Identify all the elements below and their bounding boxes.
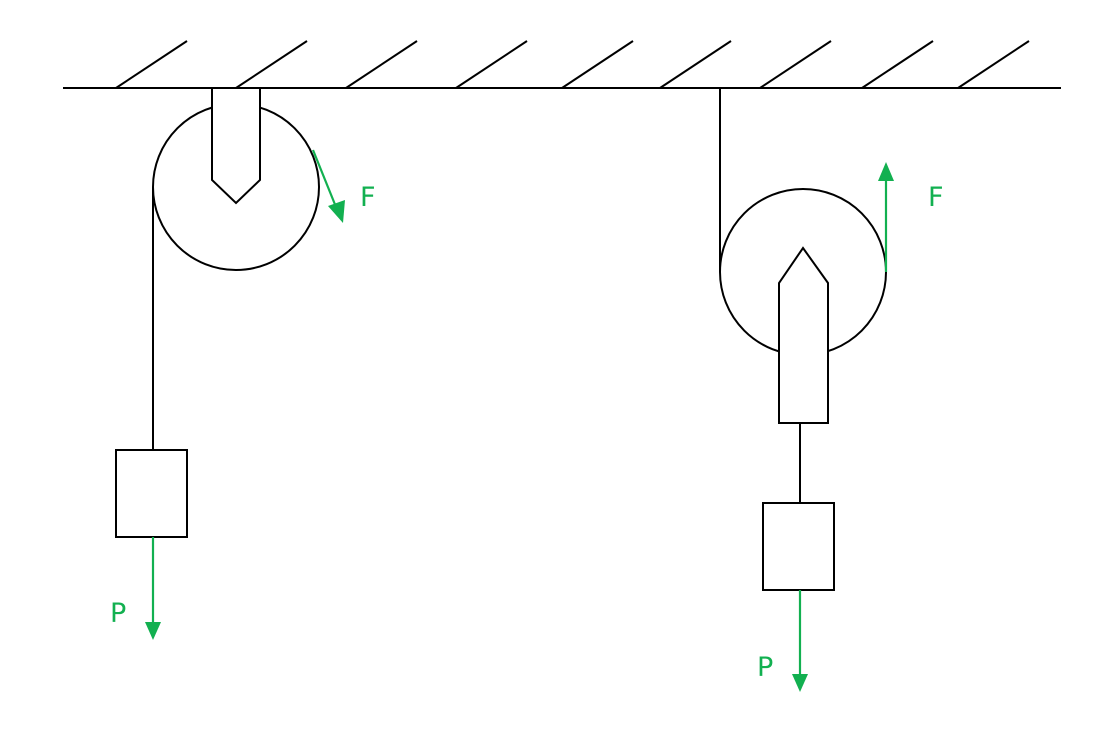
fixed-pulley: F P (110, 87, 376, 640)
ceiling-hatch (345, 40, 418, 89)
ceiling-hatch (115, 40, 188, 89)
ceiling-hatch (759, 40, 832, 89)
fixed-pulley-load-label: P (110, 598, 126, 629)
fixed-pulley-mount (211, 87, 261, 205)
ceiling-hatch (861, 40, 934, 89)
movable-pulley: F P (719, 88, 944, 692)
ceiling-hatch (659, 40, 732, 89)
movable-pulley-effort-arrowhead (878, 162, 894, 181)
ceiling-hatch (235, 40, 308, 89)
movable-pulley-hanger (778, 246, 829, 424)
movable-pulley-effort-label: F (928, 182, 944, 213)
fixed-pulley-effort-arrowhead (328, 200, 345, 223)
movable-pulley-load-block (762, 502, 835, 591)
fixed-pulley-load-arrowhead (145, 622, 161, 640)
fixed-pulley-effort-arrow (311, 149, 338, 208)
fixed-pulley-load-block (115, 449, 188, 538)
ceiling-hatch (455, 40, 528, 89)
ceiling-hatch (957, 40, 1030, 89)
ceiling-hatch (561, 40, 634, 89)
fixed-pulley-effort-label: F (360, 182, 376, 213)
movable-pulley-load-label: P (757, 652, 773, 683)
movable-pulley-load-arrowhead (792, 674, 808, 692)
ceiling (63, 40, 1061, 89)
